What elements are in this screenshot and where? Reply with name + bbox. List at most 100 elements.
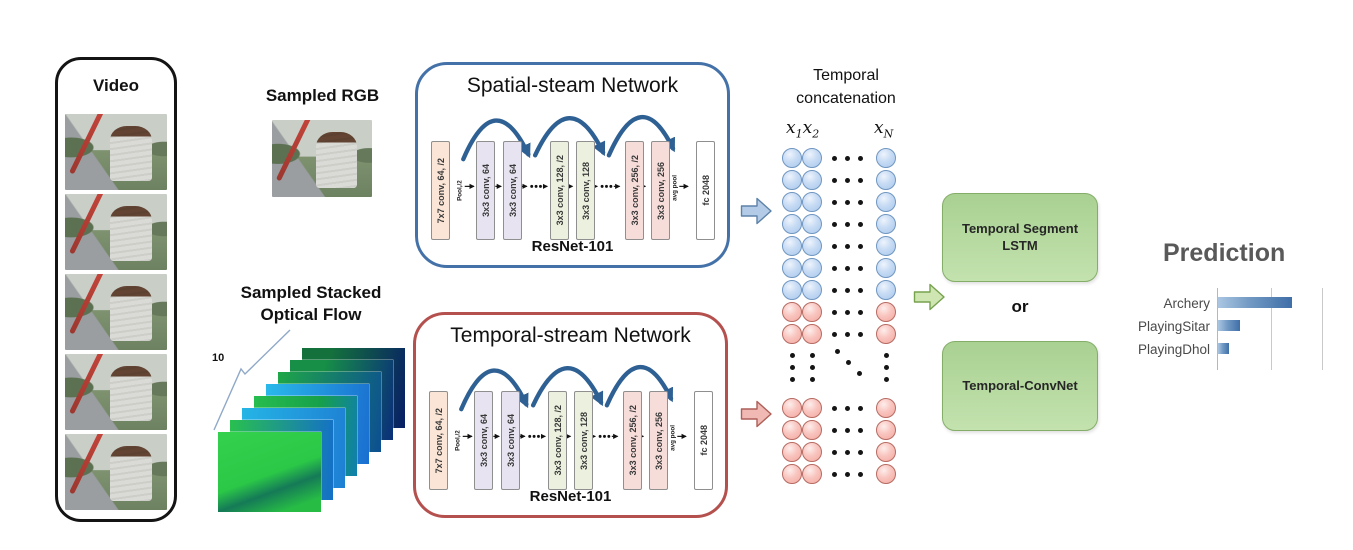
feature-circle — [782, 170, 802, 190]
feature-row — [781, 442, 901, 464]
feature-circle — [802, 148, 822, 168]
feature-circle — [782, 280, 802, 300]
col-label-xn: xN — [874, 118, 894, 141]
feature-circle — [876, 302, 896, 322]
conv-block-3x3-128a: 3x3 conv, 128, /2 — [550, 141, 569, 240]
pred-bar-playingdhol — [1218, 343, 1229, 354]
sampled-flow-label: Sampled Stacked Optical Flow — [222, 282, 400, 326]
feature-circle — [876, 324, 896, 344]
ellipsis-gap — [781, 346, 901, 398]
or-label: or — [1011, 297, 1029, 316]
pred-label-archery: Archery — [1163, 296, 1210, 311]
temporal-to-concat-arrow-icon — [740, 400, 772, 428]
conv-block-7x7-64: 7x7 conv, 64, /2 — [431, 141, 450, 240]
feature-row — [781, 324, 901, 346]
feature-circle — [876, 236, 896, 256]
video-frame-5 — [65, 434, 167, 510]
feature-circle — [802, 464, 822, 484]
feature-circle — [876, 280, 896, 300]
col-label-x1x2: x1x2 — [786, 118, 820, 141]
feature-circle — [802, 398, 822, 418]
feature-circle — [876, 170, 896, 190]
conv-block-3x3-64a: 3x3 conv, 64 — [476, 141, 495, 240]
feature-circle — [876, 148, 896, 168]
video-frame-4 — [65, 354, 167, 430]
convnet-label: Temporal-ConvNet — [962, 377, 1078, 393]
video-panel: Video — [55, 57, 177, 522]
feature-row — [781, 398, 901, 420]
spatial-network-title: Spatial-steam Network — [466, 74, 679, 97]
optical-flow-stack — [210, 336, 420, 516]
feature-circle — [782, 420, 802, 440]
skip-connection-arcs-temporal: Pool,/2 avg pool — [454, 365, 687, 451]
conv-block-3x3-256b: 3x3 conv, 256 — [651, 141, 670, 240]
feature-circle — [802, 280, 822, 300]
sampled-flow-label-line2: Optical Flow — [260, 305, 362, 325]
lstm-box: Temporal Segment LSTM — [942, 193, 1098, 282]
feature-circle — [876, 464, 896, 484]
feature-circle — [802, 324, 822, 344]
temporal-network-title: Temporal-stream Network — [450, 324, 691, 347]
sampled-rgb-label: Sampled RGB — [265, 86, 380, 105]
concatenation-title-line2: concatenation — [796, 90, 896, 108]
concatenation-title: Temporal concatenation — [781, 64, 911, 110]
feature-row — [781, 302, 901, 324]
ellipsis-dots — [832, 222, 863, 227]
pred-label-playingsitar: PlayingSitar — [1137, 319, 1210, 334]
ellipsis-dots — [832, 156, 863, 161]
feature-row — [781, 464, 901, 486]
feature-row — [781, 420, 901, 442]
ellipsis-dots — [832, 406, 863, 411]
feature-circle — [876, 258, 896, 278]
feature-circle — [876, 442, 896, 462]
conv-block-3x3-128a: 3x3 conv, 128, /2 — [548, 391, 567, 490]
conv-block-3x3-256b: 3x3 conv, 256 — [649, 391, 668, 490]
ellipsis-dots — [832, 310, 863, 315]
spatial-to-concat-arrow-icon — [740, 197, 772, 225]
resnet-label-temporal: ResNet-101 — [529, 488, 612, 505]
feature-circle — [876, 192, 896, 212]
flow-layer — [218, 432, 321, 512]
conv-block-7x7-64: 7x7 conv, 64, /2 — [429, 391, 448, 490]
video-title: Video — [93, 76, 139, 95]
pred-label-playingdhol: PlayingDhol — [1137, 342, 1210, 357]
sampled-flow-label-line1: Sampled Stacked — [240, 283, 382, 302]
feature-circle — [802, 258, 822, 278]
prediction-chart — [1217, 288, 1323, 370]
ellipsis-dots — [832, 178, 863, 183]
feature-circle — [782, 236, 802, 256]
avgpool-label: avg pool — [671, 175, 678, 201]
ellipsis-dots — [832, 200, 863, 205]
feature-circle — [802, 442, 822, 462]
ellipsis-dots — [832, 472, 863, 477]
feature-circle — [782, 398, 802, 418]
video-frame-3 — [65, 274, 167, 350]
prediction-title: Prediction — [1163, 239, 1286, 267]
feature-circle — [782, 464, 802, 484]
conv-block-3x3-256a: 3x3 conv, 256, /2 — [623, 391, 642, 490]
feature-circle — [782, 302, 802, 322]
feature-row — [781, 258, 901, 280]
feature-circle — [802, 170, 822, 190]
conv-block-3x3-64a: 3x3 conv, 64 — [474, 391, 493, 490]
ellipsis-dots — [832, 450, 863, 455]
concatenation-title-line1: Temporal — [813, 67, 879, 84]
lstm-label-line2: LSTM — [1002, 237, 1038, 253]
feature-circle — [782, 192, 802, 212]
pool-label: Pool,/2 — [454, 430, 461, 451]
feature-circle — [802, 302, 822, 322]
skip-connection-arcs-spatial: Pool,/2 avg pool — [456, 115, 689, 201]
fc-block: fc 2048 — [694, 391, 713, 490]
conv-block-3x3-128b: 3x3 conv, 128 — [574, 391, 593, 490]
video-frame-2 — [65, 194, 167, 270]
feature-row — [781, 148, 901, 170]
video-frame-1 — [65, 114, 167, 190]
feature-circle — [876, 214, 896, 234]
conv-block-3x3-256a: 3x3 conv, 256, /2 — [625, 141, 644, 240]
feature-circle — [782, 324, 802, 344]
ellipsis-dots — [832, 428, 863, 433]
ellipsis-dots — [832, 288, 863, 293]
feature-circle — [782, 148, 802, 168]
conv-block-3x3-64b: 3x3 conv, 64 — [501, 391, 520, 490]
